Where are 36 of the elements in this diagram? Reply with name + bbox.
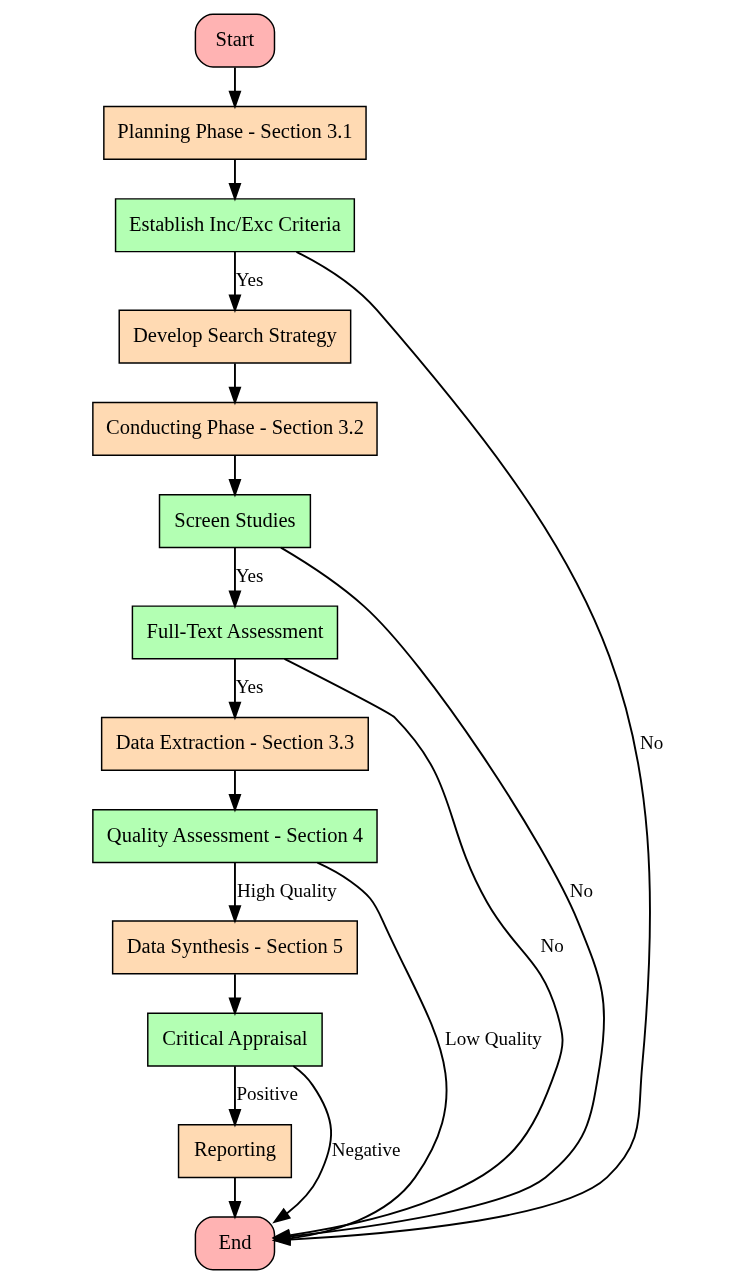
node-box: Develop Search Strategy	[118, 309, 351, 364]
node-box: Establish Inc/Exc Criteria	[114, 198, 355, 253]
node-box: Quality Assessment - Section 4	[91, 809, 378, 864]
edge-label: Yes	[235, 676, 263, 698]
edge-label: High Quality	[236, 879, 337, 901]
arrow	[228, 861, 241, 924]
arrow	[228, 769, 241, 813]
edge-label: No	[639, 731, 663, 753]
arrow	[228, 454, 241, 498]
edge-label: Low Quality	[444, 1027, 542, 1049]
arrow	[228, 66, 241, 110]
node-box: Reporting	[177, 1123, 292, 1179]
node-box: End	[194, 1216, 275, 1271]
arrow	[228, 546, 241, 609]
node-box: Full-Text Assessment	[131, 605, 338, 660]
arrow	[271, 1065, 332, 1224]
edge-label: No	[539, 935, 564, 957]
edge-label: No	[569, 879, 593, 901]
node-box: Planning Phase - Section 3.1	[102, 105, 367, 161]
arrow	[228, 362, 241, 406]
edge-label: Yes	[235, 268, 263, 290]
arrow	[228, 1065, 241, 1128]
arrow	[228, 250, 241, 313]
edge-label: Positive	[236, 1083, 298, 1105]
edge-label: Negative	[331, 1139, 400, 1161]
arrow	[228, 158, 241, 202]
edge-label: Yes	[235, 564, 263, 586]
node-box: Data Synthesis - Section 5	[111, 920, 358, 975]
node-box: Conducting Phase - Section 3.2	[91, 401, 378, 456]
node-box: Start	[194, 13, 275, 68]
arrow	[228, 973, 241, 1016]
node-box: Screen Studies	[158, 494, 311, 549]
node-box: Data Extraction - Section 3.3	[100, 716, 369, 771]
node-box: Critical Appraisal	[146, 1012, 323, 1067]
arrow	[228, 1176, 241, 1220]
arrow	[228, 658, 241, 721]
